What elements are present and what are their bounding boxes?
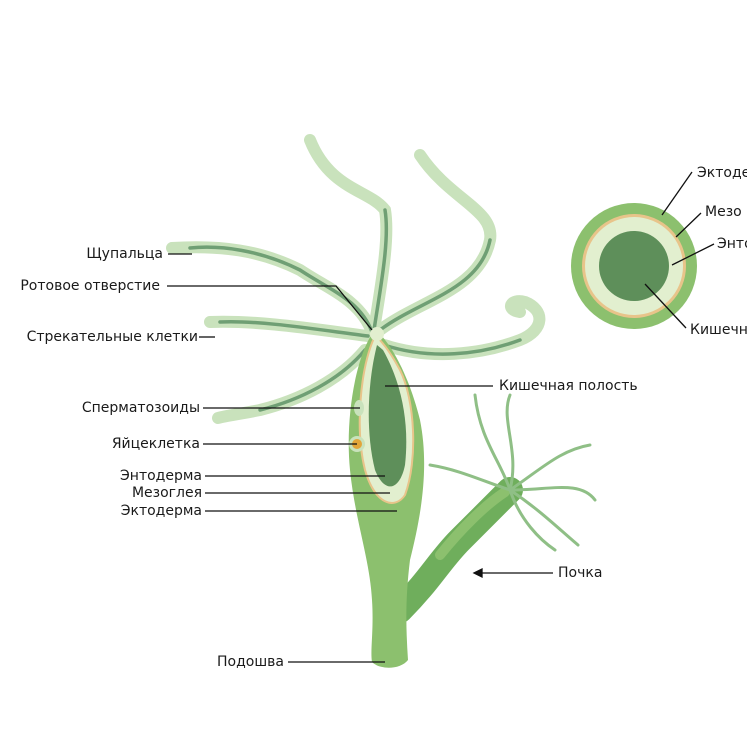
bud <box>387 393 597 623</box>
body <box>348 327 425 668</box>
label-mouth: Ротовое отверстие <box>20 278 160 294</box>
tentacles <box>166 134 546 424</box>
label-ectoderm: Эктодерма <box>120 503 202 519</box>
cross-section <box>571 203 697 329</box>
cs-label-endoderm: Энто <box>717 236 747 252</box>
label-mesoglea: Мезоглея <box>131 485 202 501</box>
label-tentacles: Щупальца <box>86 246 163 262</box>
label-endoderm: Энтодерма <box>120 468 202 484</box>
cs-label-gut: Кишечн <box>690 322 747 338</box>
cs-label-ectoderm: Эктоде <box>697 165 747 181</box>
leader-lines <box>167 171 715 663</box>
label-sperm: Сперматозоиды <box>81 400 200 416</box>
label-gut-cavity: Кишечная полость <box>499 378 638 394</box>
label-bud: Почка <box>558 565 603 581</box>
label-sole: Подошва <box>217 654 284 670</box>
label-egg: Яйцеклетка <box>111 436 200 452</box>
cs-label-mesoglea: Мезо <box>705 204 742 220</box>
label-stinging-cells: Стрекательные клетки <box>26 329 198 345</box>
